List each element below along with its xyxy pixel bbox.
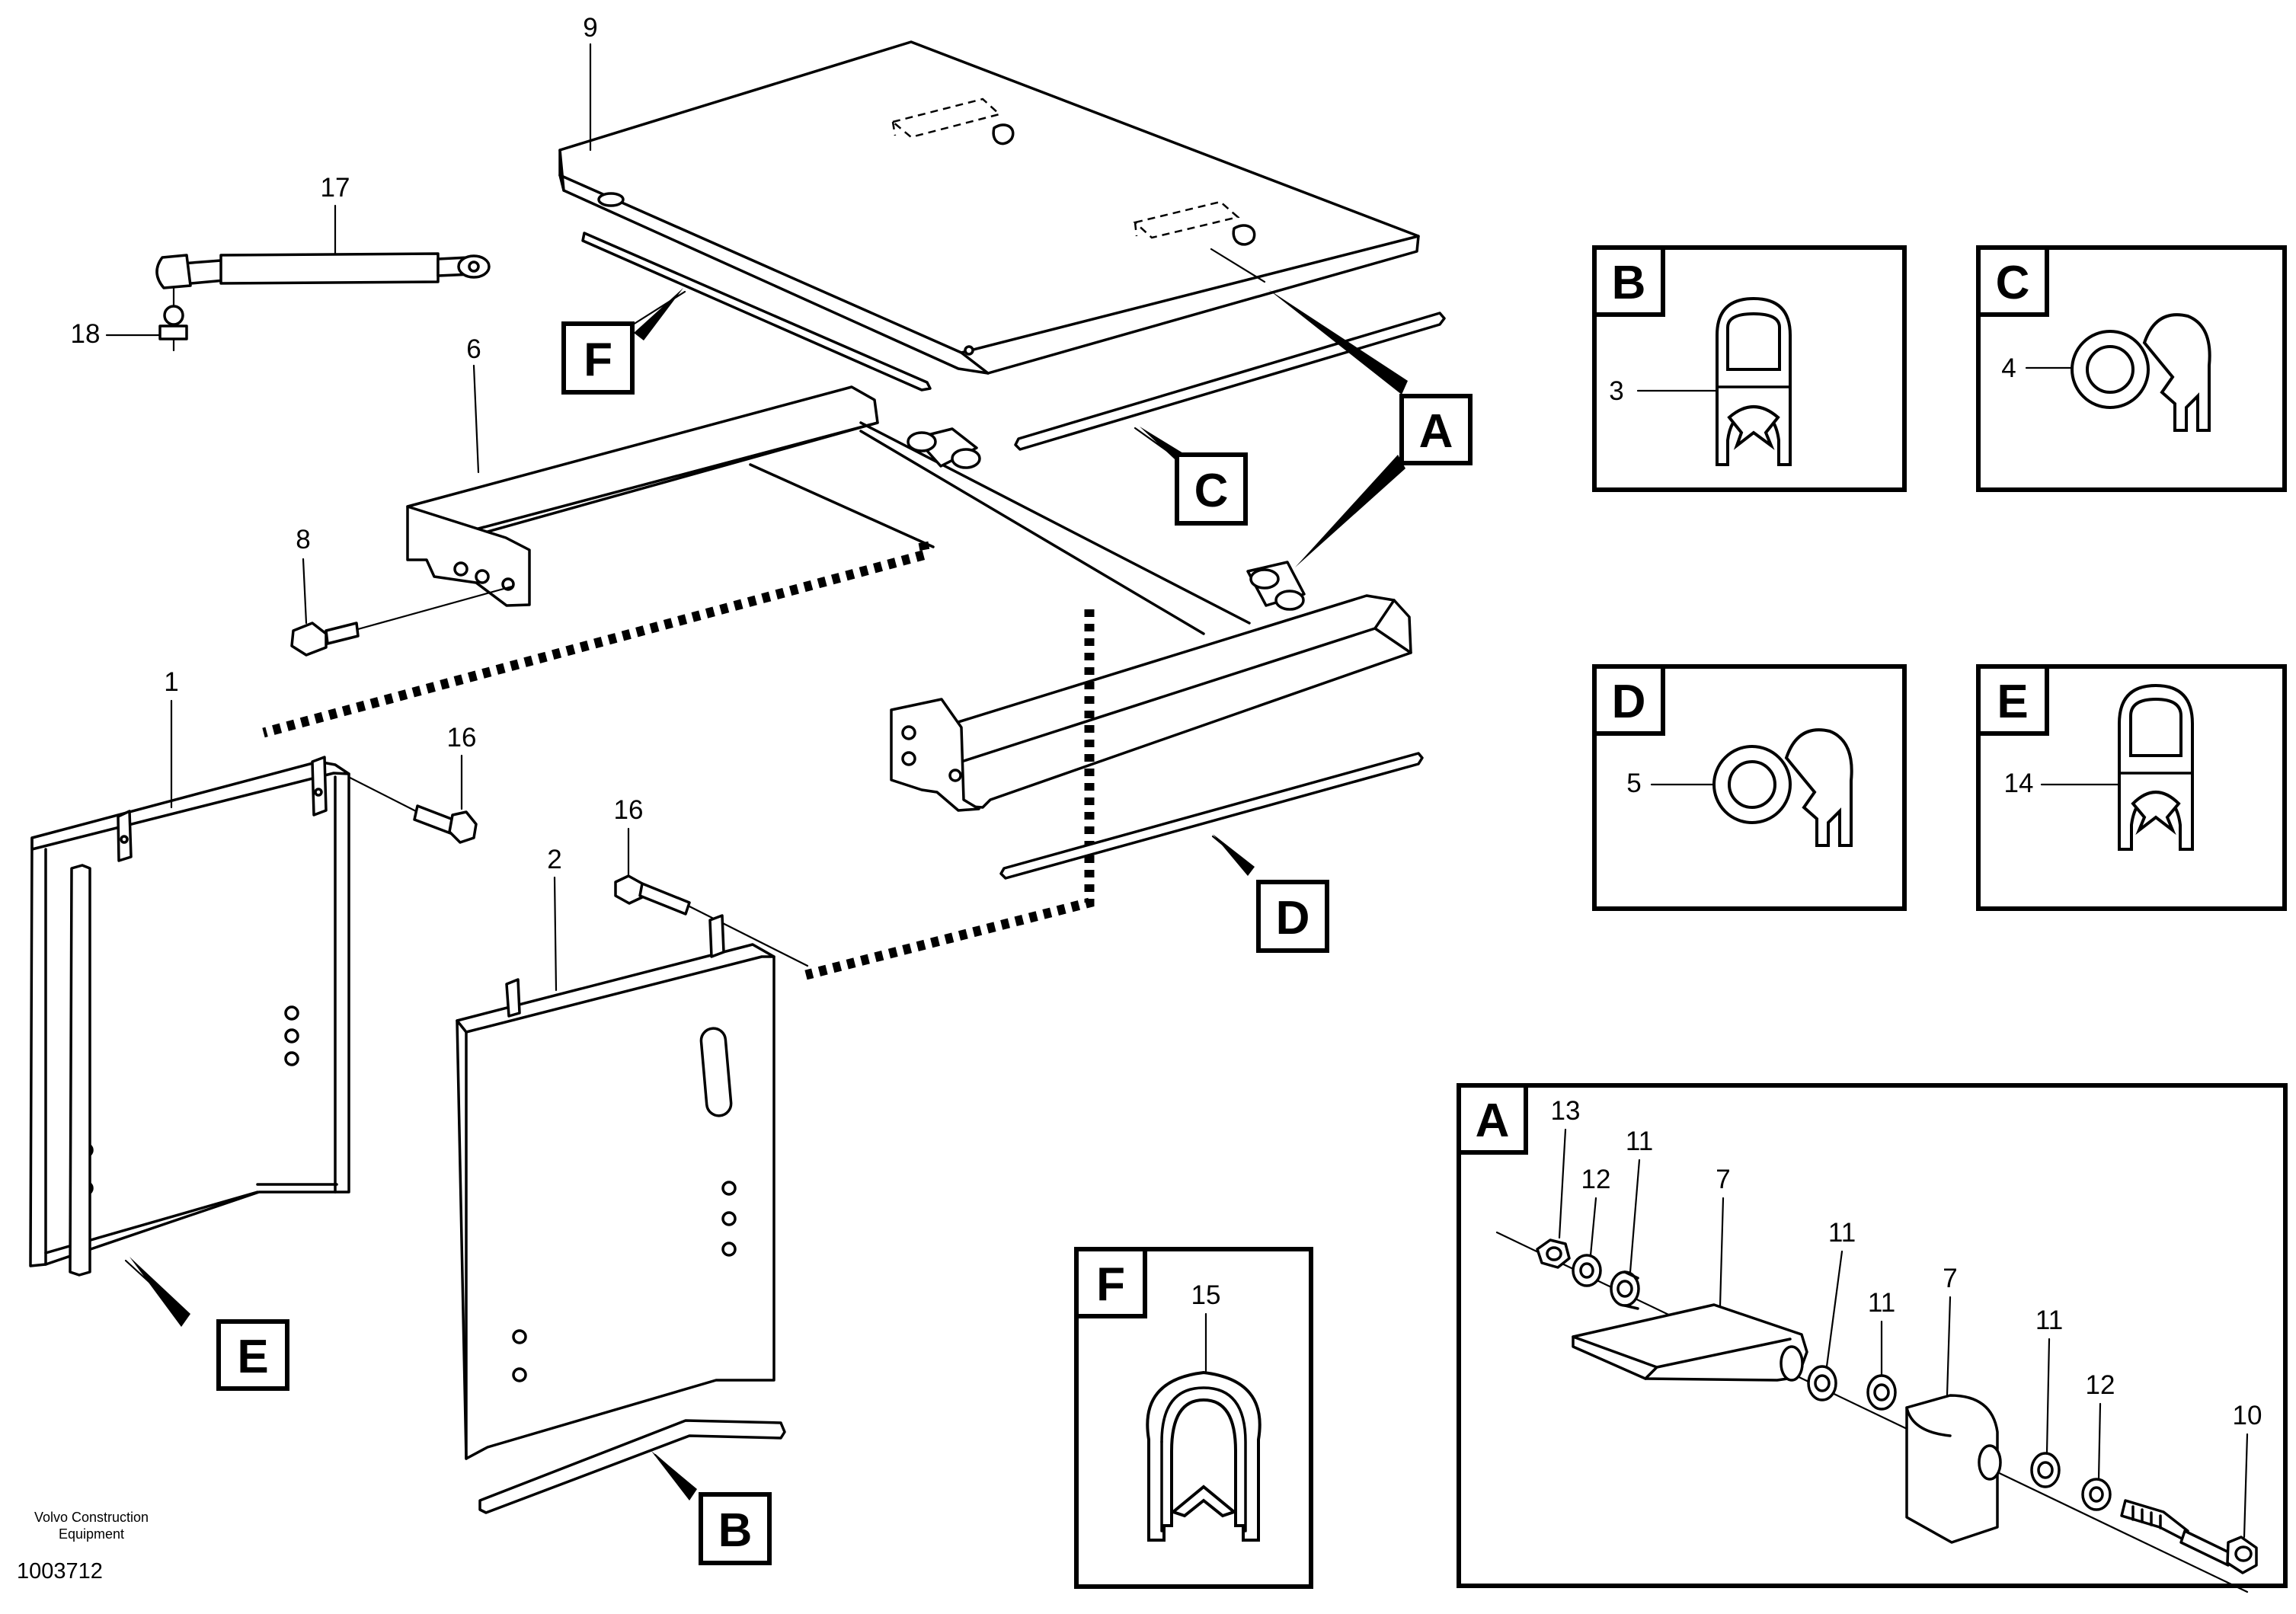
edge-seal-3 [1716, 296, 1792, 466]
label-11-mid-2: 11 [1868, 1288, 1895, 1318]
part-13-nut [1536, 1238, 1571, 1269]
part-7-hinge-leaf-lower [1905, 1394, 2002, 1544]
edge-seal-15 [1146, 1370, 1262, 1542]
svg-text:F: F [1096, 1258, 1125, 1311]
detail-panel-d: D 5 [1592, 664, 1907, 911]
callout-b: B [699, 1492, 772, 1565]
part-10-hinge-bolt [2120, 1499, 2258, 1574]
part-8-bolt [290, 585, 513, 657]
label-7-upper: 7 [1716, 1165, 1730, 1194]
part-6-hinge-frame [406, 385, 1412, 812]
label-13: 13 [1551, 1096, 1581, 1126]
svg-text:C: C [1194, 465, 1229, 517]
label-12-lower: 12 [2086, 1370, 2115, 1400]
part-9-lid [558, 40, 1420, 375]
label-7-lower: 7 [1943, 1264, 1957, 1293]
seal-strip-d [999, 752, 1424, 880]
credit-line-2: Equipment [59, 1526, 124, 1542]
callout-a: A [1399, 394, 1473, 465]
clip-seal-4 [2071, 313, 2211, 432]
svg-text:A: A [1419, 405, 1453, 458]
seal-strip-f [581, 232, 932, 392]
part-7-hinge-leaf-upper [1572, 1303, 1808, 1382]
svg-text:E: E [1997, 676, 2028, 728]
clip-seal-5 [1712, 728, 1853, 847]
label-15: 15 [1191, 1280, 1221, 1310]
svg-text:D: D [1276, 892, 1310, 944]
label-6: 6 [466, 334, 481, 364]
svg-text:E: E [237, 1331, 268, 1383]
credit-line-1: Volvo Construction [34, 1510, 149, 1525]
part-11-bushing-upper [1610, 1270, 1640, 1310]
label-18: 18 [71, 319, 101, 349]
part-1-side-panel [29, 756, 350, 1277]
label-1: 1 [164, 667, 178, 697]
part-16-bolt-right [614, 874, 809, 967]
svg-text:F: F [584, 334, 612, 386]
label-11-lower: 11 [2035, 1306, 2063, 1335]
label-9: 9 [583, 13, 597, 43]
label-16-lower: 16 [614, 795, 644, 825]
label-3: 3 [1609, 376, 1623, 406]
detail-panel-a: A [1457, 1083, 2288, 1593]
part-11-bushing-mid-1 [1807, 1365, 1837, 1401]
detail-panel-e: E 14 [1976, 664, 2287, 911]
svg-text:B: B [1612, 257, 1646, 309]
detail-panel-c: C 4 [1976, 245, 2287, 492]
svg-text:B: B [718, 1504, 753, 1557]
callout-c: C [1175, 452, 1248, 526]
label-11-mid-1: 11 [1828, 1218, 1856, 1248]
hatched-link-right [804, 609, 1095, 980]
edge-seal-14 [2118, 683, 2194, 851]
seal-strip-b [478, 1419, 786, 1514]
label-14: 14 [2004, 769, 2034, 798]
label-16-upper: 16 [447, 723, 477, 753]
part-2-front-panel [456, 914, 775, 1460]
document-number: 1003712 [17, 1559, 103, 1584]
part-12-washer-upper [1572, 1254, 1602, 1287]
svg-text:A: A [1476, 1095, 1510, 1147]
part-11-bushing-lower [2030, 1452, 2061, 1488]
label-10: 10 [2233, 1401, 2262, 1430]
part-18-ball-stud [158, 286, 188, 352]
part-12-washer-lower [2081, 1478, 2112, 1511]
detail-panel-b: B 3 [1592, 245, 1907, 492]
callout-d: D [1256, 880, 1329, 953]
label-2: 2 [547, 845, 561, 874]
lid-slot-icon [597, 192, 625, 207]
callout-e: E [216, 1319, 289, 1391]
svg-text:D: D [1612, 676, 1646, 728]
hatched-link-left [262, 541, 932, 738]
svg-text:C: C [1996, 257, 2030, 309]
label-17: 17 [321, 173, 350, 203]
label-5: 5 [1626, 769, 1641, 798]
seal-strip-c [1014, 312, 1446, 451]
callout-f: F [561, 321, 635, 395]
label-12-upper: 12 [1581, 1165, 1611, 1194]
part-11-bushing-mid-2 [1866, 1374, 1897, 1411]
label-4: 4 [2001, 353, 2016, 383]
detail-panel-f: F 15 [1074, 1247, 1313, 1589]
part-17-gas-spring [155, 252, 491, 289]
label-11-upper: 11 [1626, 1127, 1653, 1156]
label-8: 8 [296, 525, 310, 555]
